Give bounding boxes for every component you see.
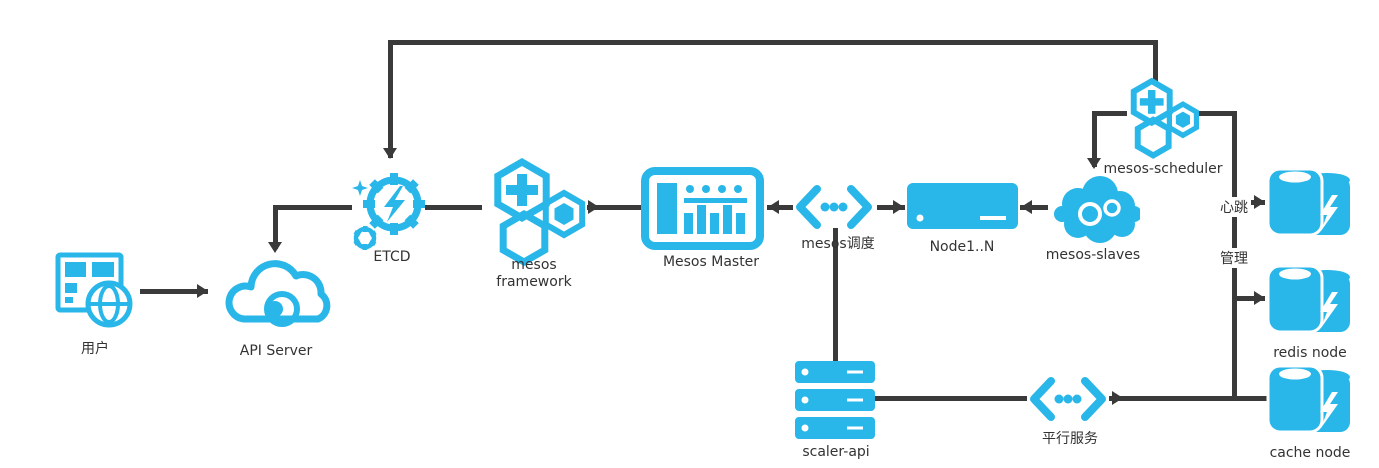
cache-node-label: cache node: [1269, 445, 1351, 461]
server-block-icon: [905, 181, 1020, 231]
cloud-service-icon: [210, 248, 350, 340]
code-brackets-icon: [793, 184, 875, 230]
hexagon-cluster-icon: [482, 158, 587, 268]
edge-top-bus: [388, 40, 1158, 45]
scaler-api-label: scaler-api: [802, 444, 870, 460]
etcd-label: ETCD: [373, 249, 411, 265]
framework-label-line2: framework: [496, 274, 572, 290]
edge-bus-right-drop: [1153, 40, 1158, 82]
edge-parallel-cache: [1109, 396, 1268, 401]
arrowhead: [893, 200, 904, 214]
arrowhead: [768, 200, 779, 214]
portal-label: 用户: [81, 341, 109, 357]
arrowhead: [1021, 200, 1032, 214]
mesos-master-label: Mesos Master: [662, 254, 760, 270]
arrowhead: [197, 284, 208, 298]
edge-dispatch-node: [877, 205, 905, 210]
heartbeat-label: 心跳: [1217, 197, 1251, 217]
manage-label: 管理: [1217, 248, 1251, 268]
arrowhead: [383, 148, 397, 159]
framework-label-line1: mesos: [511, 257, 557, 273]
gear-cloud-icon: [1048, 172, 1140, 250]
arrowhead: [1254, 195, 1265, 209]
cache-database-icon: [1266, 360, 1354, 440]
hexagon-cluster-icon: [1122, 78, 1200, 160]
edge-scheduler-slaves-h: [1092, 111, 1127, 116]
edge-portal-api: [140, 289, 208, 294]
mesos-dispatch-label: mesos调度: [801, 236, 875, 252]
parallel-service-label: 平行服务: [1042, 431, 1098, 447]
edge-bus-db2: [1237, 296, 1265, 301]
server-dashboard-icon: [640, 166, 765, 251]
server-stack-icon: [795, 361, 875, 439]
edge-bus-db1: [1237, 200, 1265, 205]
gears-lightning-icon: [350, 162, 432, 252]
edge-dispatch-scaler: [833, 228, 838, 362]
code-brackets-icon: [1027, 376, 1109, 422]
redis-node-label: redis node: [1273, 345, 1347, 361]
edge-framework-master: [587, 205, 643, 210]
browser-globe-icon: [55, 252, 137, 328]
arrowhead: [588, 200, 599, 214]
edge-master-dispatch: [767, 205, 793, 210]
node-cluster-label: Node1..N: [929, 239, 995, 255]
edge-etcd-framework: [425, 205, 482, 210]
edge-api-up: [273, 207, 278, 249]
arrowhead: [1087, 158, 1101, 169]
edge-scaler-parallel: [875, 396, 1027, 401]
edge-node-slaves: [1020, 205, 1048, 210]
arrowhead: [1254, 291, 1265, 305]
edge-bus-left-drop: [388, 40, 393, 158]
mesos-slaves-label: mesos-slaves: [1045, 247, 1141, 263]
arrowhead: [1112, 391, 1123, 405]
cache-database-icon: [1266, 260, 1354, 340]
api-server-label: API Server: [239, 343, 313, 359]
edge-api-etcd: [273, 205, 352, 210]
mesos-scheduler-label: mesos-scheduler: [1103, 161, 1223, 177]
arrowhead: [268, 242, 282, 253]
cache-database-icon: [1266, 163, 1354, 243]
edge-scheduler-slaves-v: [1092, 111, 1097, 167]
edge-scheduler-right-h: [1195, 111, 1237, 116]
